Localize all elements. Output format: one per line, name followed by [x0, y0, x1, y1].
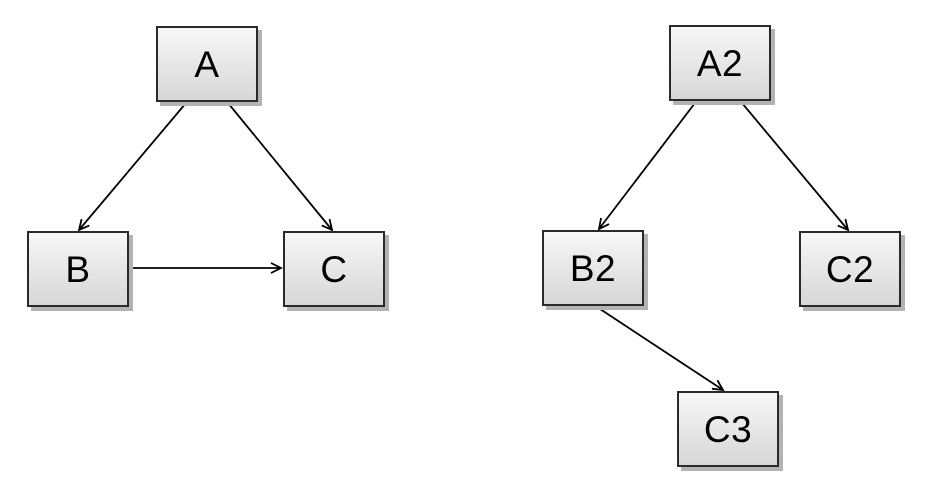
node-B2: B2 — [542, 230, 644, 306]
node-A-label: A — [194, 43, 220, 85]
node-C: C — [283, 231, 385, 307]
edge-A-C — [227, 102, 332, 230]
node-C2: C2 — [799, 231, 901, 307]
edge-A-B — [79, 102, 187, 230]
node-C-label: C — [320, 248, 348, 290]
node-C2-label: C2 — [825, 248, 875, 290]
node-B: B — [27, 231, 129, 307]
node-B-label: B — [65, 248, 91, 290]
edge-A2-B2 — [599, 102, 696, 229]
node-A: A — [156, 26, 258, 102]
node-A2-label: A2 — [696, 42, 744, 84]
edge-B2-C3 — [596, 306, 723, 390]
edge-A2-C2 — [741, 102, 848, 230]
node-C3: C3 — [677, 391, 779, 467]
node-A2: A2 — [669, 25, 771, 101]
node-B2-label: B2 — [569, 247, 617, 289]
node-C3-label: C3 — [703, 408, 753, 450]
